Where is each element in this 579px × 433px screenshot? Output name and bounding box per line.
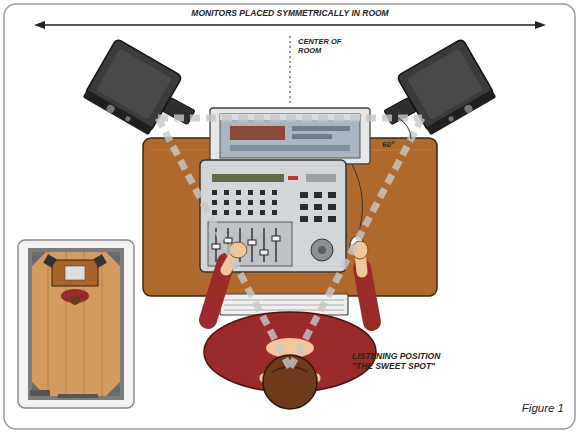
left-monitor-part bbox=[83, 90, 153, 136]
room-inset-part-part bbox=[102, 252, 103, 396]
room-inset-part-part bbox=[48, 252, 49, 396]
room-inset-part bbox=[65, 266, 85, 280]
mixing-console-part-part bbox=[300, 192, 308, 198]
mixing-console-part-part bbox=[224, 210, 229, 215]
angle-arc bbox=[398, 118, 411, 139]
mixing-console-part-part bbox=[224, 200, 229, 205]
room-inset-part bbox=[93, 254, 107, 268]
width-arrow-part bbox=[535, 21, 546, 29]
width-arrow bbox=[34, 21, 546, 29]
mixing-console-part-part bbox=[248, 240, 256, 245]
mixing-console-part bbox=[212, 174, 284, 182]
mixing-console-part-part bbox=[236, 190, 241, 195]
room-inset-part bbox=[30, 250, 122, 398]
desk-part bbox=[143, 138, 437, 296]
mixing-console-part-part bbox=[314, 216, 322, 222]
mixing-console-part-part bbox=[328, 204, 336, 210]
mixing-console-part-part bbox=[224, 238, 232, 243]
computer-screen-part bbox=[230, 145, 350, 151]
center-line-part bbox=[289, 36, 290, 104]
room-inset-part bbox=[70, 295, 80, 305]
right-monitor bbox=[397, 38, 497, 135]
right-monitor-part bbox=[463, 103, 474, 114]
left-monitor-part bbox=[124, 115, 131, 122]
mixing-console-part-part bbox=[248, 200, 253, 205]
mixing-console-part-part bbox=[236, 210, 241, 215]
room-inset-part bbox=[52, 260, 98, 286]
room-inset-part bbox=[32, 252, 120, 396]
computer-screen-part bbox=[230, 126, 285, 140]
mixing-console-part-part bbox=[314, 192, 322, 198]
center-line bbox=[290, 36, 291, 104]
listening-triangle bbox=[158, 118, 422, 368]
listening-triangle-part bbox=[290, 118, 422, 368]
mixing-console-part-part bbox=[300, 204, 308, 210]
angle-arc-part bbox=[398, 118, 411, 139]
mixing-console-part-part bbox=[212, 200, 217, 205]
listening-triangle-part bbox=[158, 115, 422, 122]
mixing-console-part-part bbox=[300, 216, 308, 222]
right-monitor-part bbox=[426, 90, 496, 136]
engineer-part bbox=[272, 367, 308, 372]
mixing-console-part-part bbox=[328, 216, 336, 222]
mixing-console-part-part bbox=[236, 200, 241, 205]
computer-screen-part bbox=[292, 134, 332, 139]
position-label: LISTENING POSITION "THE SWEET SPOT" bbox=[352, 352, 460, 372]
mouse-part bbox=[352, 164, 362, 238]
frame-part bbox=[4, 4, 575, 429]
mixing-console-part bbox=[288, 176, 298, 180]
mixing-console-part-part bbox=[212, 190, 217, 195]
mixing-console-part-part bbox=[272, 210, 277, 215]
room-inset-part bbox=[30, 390, 50, 396]
computer-screen-part bbox=[292, 126, 350, 131]
listening-triangle-part bbox=[158, 118, 290, 368]
figure-caption: Figure 1 bbox=[488, 402, 564, 415]
angle-label: 60° bbox=[382, 140, 408, 149]
mixing-console-part-part bbox=[314, 204, 322, 210]
room-inset-part bbox=[18, 240, 134, 408]
mixing-console-part bbox=[212, 190, 336, 222]
mixing-console-part-part bbox=[260, 200, 265, 205]
dimension-label: MONITORS PLACED SYMMETRICALLY IN ROOM bbox=[140, 9, 440, 19]
mixing-console-part-part bbox=[212, 210, 217, 215]
width-arrow-part bbox=[34, 21, 45, 29]
left-monitor-part bbox=[96, 48, 172, 120]
room-inset-part-part bbox=[106, 382, 120, 396]
mixing-console-part-part bbox=[248, 210, 253, 215]
mixing-console-part bbox=[306, 174, 336, 182]
mixing-console-part-part bbox=[260, 210, 265, 215]
mixing-console-part-part bbox=[248, 190, 253, 195]
mixing-console-part-part bbox=[272, 236, 280, 241]
left-monitor-part bbox=[105, 103, 116, 114]
center-label: CENTER OF ROOM bbox=[298, 38, 344, 55]
desk bbox=[143, 138, 437, 296]
mixing-console-part bbox=[318, 246, 326, 254]
frame bbox=[4, 4, 575, 429]
room-inset bbox=[18, 240, 134, 408]
engineer bbox=[204, 241, 376, 409]
right-monitor-part bbox=[448, 115, 455, 122]
mixing-console-part-part bbox=[275, 228, 277, 262]
mixing-console-part-part bbox=[212, 244, 220, 249]
room-inset-part bbox=[48, 252, 102, 396]
room-inset-part-part bbox=[106, 252, 120, 266]
keyboard-part-part bbox=[224, 300, 344, 301]
mixing-console-part-part bbox=[263, 228, 265, 262]
mixing-console-part-part bbox=[272, 200, 277, 205]
keyboard-part-part bbox=[224, 310, 344, 311]
mixing-console-part-part bbox=[260, 250, 268, 255]
room-inset-part-part bbox=[32, 252, 46, 266]
mixing-console-part bbox=[311, 239, 333, 261]
mixing-console-part-part bbox=[328, 192, 336, 198]
mixing-console-part-part bbox=[224, 190, 229, 195]
right-monitor-part bbox=[407, 48, 483, 120]
width-arrow-part bbox=[42, 24, 538, 25]
engineer-part bbox=[229, 242, 247, 258]
room-inset-part bbox=[58, 394, 98, 398]
room-inset-part bbox=[43, 254, 57, 268]
mixing-console-part-part bbox=[260, 190, 265, 195]
mixing-console-part-part bbox=[272, 190, 277, 195]
